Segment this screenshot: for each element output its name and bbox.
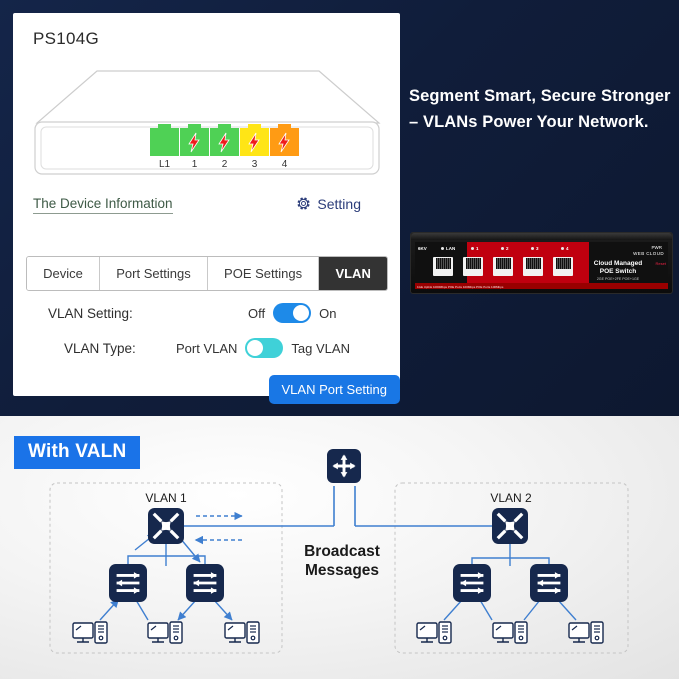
broadcast-line-1: Broadcast bbox=[304, 543, 380, 560]
poe-bolt-icon bbox=[248, 132, 260, 153]
rj45-port-3 bbox=[523, 257, 543, 276]
web-cloud-label: WEB CLOUD bbox=[633, 251, 664, 256]
led-dot-icon bbox=[531, 247, 534, 250]
device-port-2: 2 bbox=[210, 124, 239, 170]
product-branding: Cloud Managed POE Switch 2GE POE+2FE POE… bbox=[572, 260, 664, 281]
device-port-4: 4 bbox=[270, 124, 299, 170]
vlan-type-toggle[interactable] bbox=[245, 338, 284, 358]
vlan-type-row: VLAN Type: Port VLAN Tag VLAN bbox=[26, 336, 400, 366]
vlan1-router-node bbox=[148, 508, 184, 544]
pwr-led-label: PWR bbox=[651, 245, 663, 250]
setting-link[interactable]: Setting bbox=[295, 195, 361, 212]
headline: Segment Smart, Secure Stronger – VLANs P… bbox=[409, 84, 677, 135]
page-title: PS104G bbox=[33, 29, 100, 48]
device-info-row: The Device Information Setting bbox=[33, 196, 383, 222]
photo-front-panel: 6KV LAN 1 2 3 4 bbox=[415, 242, 668, 289]
vlan1-label: VLAN 1 bbox=[145, 491, 187, 505]
vlan-type-switch-group: Port VLAN Tag VLAN bbox=[176, 338, 350, 358]
led-dot-icon bbox=[441, 247, 444, 250]
vlan2-pc-3 bbox=[568, 621, 604, 644]
vlan2-pc-1 bbox=[416, 621, 452, 644]
central-router-node bbox=[327, 449, 361, 483]
vlan-type-port-label: Port VLAN bbox=[176, 340, 238, 356]
device-port-L1: L1 bbox=[150, 124, 179, 170]
top-marketing-section: PS104G L1 1 2 3 4 The Device Information Set… bbox=[0, 0, 679, 416]
with-vlan-badge: With VALN bbox=[14, 436, 141, 469]
tab-poe-settings[interactable]: POE Settings bbox=[207, 257, 320, 290]
surge-label: 6KV bbox=[418, 246, 427, 251]
broadcast-line-2: Messages bbox=[304, 562, 380, 580]
vlan-type-label: VLAN Type: bbox=[64, 341, 136, 356]
port-led-label-4: 4 bbox=[561, 246, 569, 251]
vlan-setting-toggle[interactable] bbox=[273, 303, 312, 323]
vlan-setting-on-label: On bbox=[319, 305, 337, 321]
product-photo: 6KV LAN 1 2 3 4 bbox=[410, 232, 673, 294]
device-app-card: PS104G L1 1 2 3 4 The Device Information Set… bbox=[13, 13, 400, 404]
network-topology-diagram: VLAN 1 VLAN 2 bbox=[49, 449, 629, 654]
vlan1-switch-node-left bbox=[109, 564, 147, 602]
vlan1-pc-2 bbox=[147, 621, 183, 644]
vlan2-switch-node-left bbox=[453, 564, 491, 602]
poe-bolt-icon bbox=[218, 132, 230, 153]
photo-top-edge bbox=[411, 233, 672, 240]
poe-bolt-icon bbox=[278, 132, 290, 153]
vlan2-router-node bbox=[492, 508, 528, 544]
port-label: 4 bbox=[282, 159, 288, 170]
device-port-1: 1 bbox=[180, 124, 209, 170]
vlan-setting-row: VLAN Setting: Off On bbox=[26, 301, 400, 331]
port-speed-legend: 1GE Uplink 1000Mbps POE Ports 100Mbps PO… bbox=[417, 285, 504, 289]
tab-device[interactable]: Device bbox=[27, 257, 101, 290]
toggle-knob bbox=[293, 305, 310, 321]
led-dot-icon bbox=[471, 247, 474, 250]
brand-line-1: Cloud Managed bbox=[593, 260, 643, 267]
vlan2-switch-node-right bbox=[530, 564, 568, 602]
model-line: 2GE POE+2FE POE+1GE bbox=[596, 277, 640, 282]
led-dot-icon bbox=[561, 247, 564, 250]
toggle-knob bbox=[247, 340, 264, 356]
tab-port-settings[interactable]: Port Settings bbox=[100, 257, 208, 290]
vlan-port-setting-button[interactable]: VLAN Port Setting bbox=[268, 375, 400, 404]
vlan-type-tag-label: Tag VLAN bbox=[291, 340, 350, 356]
poe-bolt-icon bbox=[188, 132, 200, 153]
broadcast-messages-label: Broadcast Messages bbox=[282, 542, 402, 581]
port-led-label-1: 1 bbox=[471, 246, 479, 251]
device-information-link[interactable]: The Device Information bbox=[33, 196, 173, 214]
vlan-setting-label: VLAN Setting: bbox=[48, 306, 133, 321]
device-illustration: L1 1 2 3 4 bbox=[34, 70, 381, 175]
rj45-port-2 bbox=[493, 257, 513, 276]
rj45-port-lan bbox=[433, 257, 453, 276]
photo-bottom-strip: 1GE Uplink 1000Mbps POE Ports 100Mbps PO… bbox=[415, 283, 668, 289]
reset-label: Reset bbox=[655, 261, 666, 266]
setting-label: Setting bbox=[317, 195, 361, 212]
vlan2-label: VLAN 2 bbox=[490, 491, 532, 505]
brand-line-2: POE Switch bbox=[599, 268, 637, 276]
lan-led-label: LAN bbox=[441, 246, 455, 251]
rj45-port-4 bbox=[553, 257, 573, 276]
gear-icon bbox=[297, 197, 310, 210]
port-label: 3 bbox=[252, 159, 258, 170]
port-label: L1 bbox=[159, 159, 171, 170]
vlan2-pc-2 bbox=[492, 621, 528, 644]
port-led-label-2: 2 bbox=[501, 246, 509, 251]
vlan-setting-switch-group: Off On bbox=[248, 303, 336, 323]
headline-line-1: Segment Smart, Secure Stronger bbox=[409, 87, 671, 105]
tab-vlan[interactable]: VLAN bbox=[319, 257, 387, 290]
rj45-port-1 bbox=[463, 257, 483, 276]
vlan-setting-off-label: Off bbox=[248, 305, 266, 321]
vlan1-pc-3 bbox=[224, 621, 260, 644]
headline-line-2: – VLANs Power Your Network. bbox=[409, 112, 649, 131]
device-port-3: 3 bbox=[240, 124, 269, 170]
port-led-label-3: 3 bbox=[531, 246, 539, 251]
vlan1-pc-1 bbox=[72, 621, 108, 644]
vlan-settings-form: VLAN Setting: Off On VLAN Type: Port VLA… bbox=[26, 301, 400, 406]
led-dot-icon bbox=[501, 247, 504, 250]
vlan-diagram-section: With VALN bbox=[0, 416, 679, 679]
port-label: 2 bbox=[222, 159, 228, 170]
port-label: 1 bbox=[192, 159, 198, 170]
vlan1-switch-node-right bbox=[186, 564, 224, 602]
